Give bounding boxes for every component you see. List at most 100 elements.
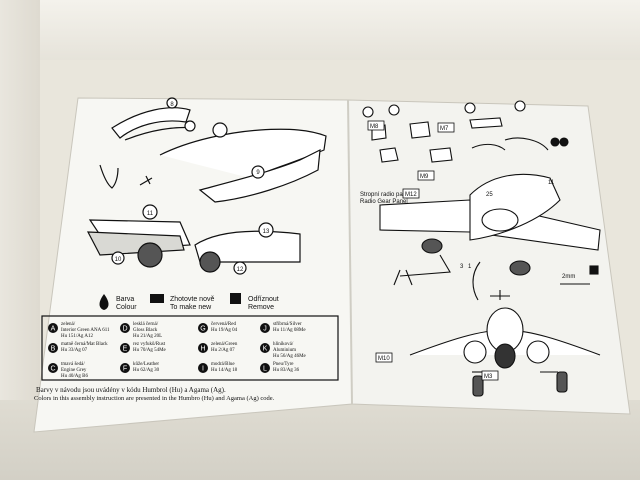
legend-remove-en: Remove <box>248 304 274 311</box>
colour-letter: A <box>51 326 56 333</box>
part-label: M12 <box>405 192 417 198</box>
legend-make-new-cz: Zhotovte nově <box>170 296 214 303</box>
colour-name-en: Engine Grey <box>61 368 87 373</box>
part-label: 1 <box>468 264 472 270</box>
colour-code: Hu 62/Ag 30 <box>133 368 160 373</box>
background-wall <box>0 0 640 60</box>
part-label: M7 <box>440 126 449 132</box>
colour-letter: L <box>263 366 267 373</box>
colour-name-cz: Pneu/Tyre <box>273 362 294 367</box>
step-number: 11 <box>147 211 154 217</box>
colour-code: Hu 33/Ag 07 <box>61 348 88 353</box>
step-number: 9 <box>256 170 260 176</box>
colour-letter: G <box>200 326 205 333</box>
colour-name-cz: hliníková/ <box>273 342 294 347</box>
part-label-box <box>367 120 385 131</box>
colour-name-cz: kůže/Leather <box>133 361 159 367</box>
colour-code: Hu 21/Ag 20L <box>133 334 162 339</box>
colour-name-cz: tmavá šedá/ <box>61 362 85 367</box>
left-page-drawings <box>86 97 327 275</box>
step-number: 8 <box>170 102 174 108</box>
colour-letter: J <box>263 326 267 333</box>
paper-right-page <box>347 99 631 415</box>
colour-name-cz: zelená/Green <box>211 342 238 347</box>
part-label: M10 <box>378 356 390 362</box>
colour-letter-badge <box>260 323 270 333</box>
colour-code: Hu 2/Ag 07 <box>211 348 235 353</box>
colour-code: Hu 83/Ag 36 <box>273 368 300 373</box>
colour-letter: I <box>202 366 204 373</box>
colour-letter-badge <box>120 363 130 373</box>
legend-make-new-en: To make new <box>170 304 212 311</box>
part-label: 3 <box>460 264 464 270</box>
part-label: M9 <box>420 174 429 180</box>
colour-letter: H <box>200 346 205 353</box>
make-new-icon <box>150 294 164 303</box>
colour-letter: C <box>50 366 55 373</box>
colour-code: Hu 70/Ag 54Me <box>133 348 167 353</box>
footnote-en: Colors in this assembly instruction are … <box>34 395 275 402</box>
footnote-cz: Barvy v návodu jsou uvádény v kódu Humbr… <box>36 386 226 394</box>
colour-name-en: Gloss Black <box>133 328 158 333</box>
part-label: 25 <box>486 192 493 198</box>
part-label-box <box>481 370 499 381</box>
colour-letter: K <box>263 346 268 353</box>
part-label-box <box>375 352 393 363</box>
colour-code: Hu 11/Ag 08Me <box>273 328 306 333</box>
step-number: 12 <box>237 267 244 273</box>
colour-letter-badge <box>120 343 130 353</box>
colour-code: Hu 19/Ag 04 <box>211 328 238 333</box>
legend-colour-en: Colour <box>116 304 137 311</box>
colour-code: Hu 14/Ag 18 <box>211 368 238 373</box>
colour-table-box <box>41 315 339 381</box>
part-label: M3 <box>484 374 493 380</box>
colour-name-cz: stříbrná/Silver <box>273 322 302 327</box>
page-fold <box>347 99 353 405</box>
part-label-box <box>437 122 455 133</box>
colour-letter: B <box>51 346 56 353</box>
radio-panel-en: Radio Gear Panel <box>360 199 408 205</box>
colour-code: Hu 56/Ag 46Me <box>273 354 307 359</box>
colour-code: Hu 40/Ag B6 <box>61 374 88 379</box>
part-label-box <box>402 188 420 199</box>
colour-drop-icon <box>99 294 109 310</box>
part-label-box <box>417 170 435 181</box>
part-label: M8 <box>370 124 379 130</box>
colour-letter-badge <box>260 363 270 373</box>
part-label: 11 <box>548 180 555 186</box>
colour-letter-badge <box>260 343 270 353</box>
colour-name-cz: lesklá černá/ <box>133 322 159 327</box>
colour-letter-badge <box>120 323 130 333</box>
legend-symbols: Barva Colour Zhotovte nově To make new O… <box>99 293 279 311</box>
colour-name-en: Aluminium <box>273 348 296 353</box>
colour-name-cz: matně černá/Mat Black <box>61 342 108 347</box>
colour-name-en: Interior Green ANA 611 <box>61 328 110 333</box>
radio-panel-cz: Stropní radio panel <box>360 192 411 198</box>
part-label: 2mm <box>562 274 575 280</box>
colour-letter-badge <box>198 343 208 353</box>
colour-letter: E <box>123 346 128 353</box>
legend-remove-cz: Odříznout <box>248 296 279 303</box>
colour-letter-badge <box>198 363 208 373</box>
colour-name-cz: zelená/ <box>61 322 76 327</box>
colour-letter: D <box>122 326 127 333</box>
colour-letter: F <box>123 366 127 373</box>
colour-letter-badge <box>48 323 58 333</box>
colour-letter-badge <box>48 363 58 373</box>
step-number: 10 <box>115 257 122 263</box>
